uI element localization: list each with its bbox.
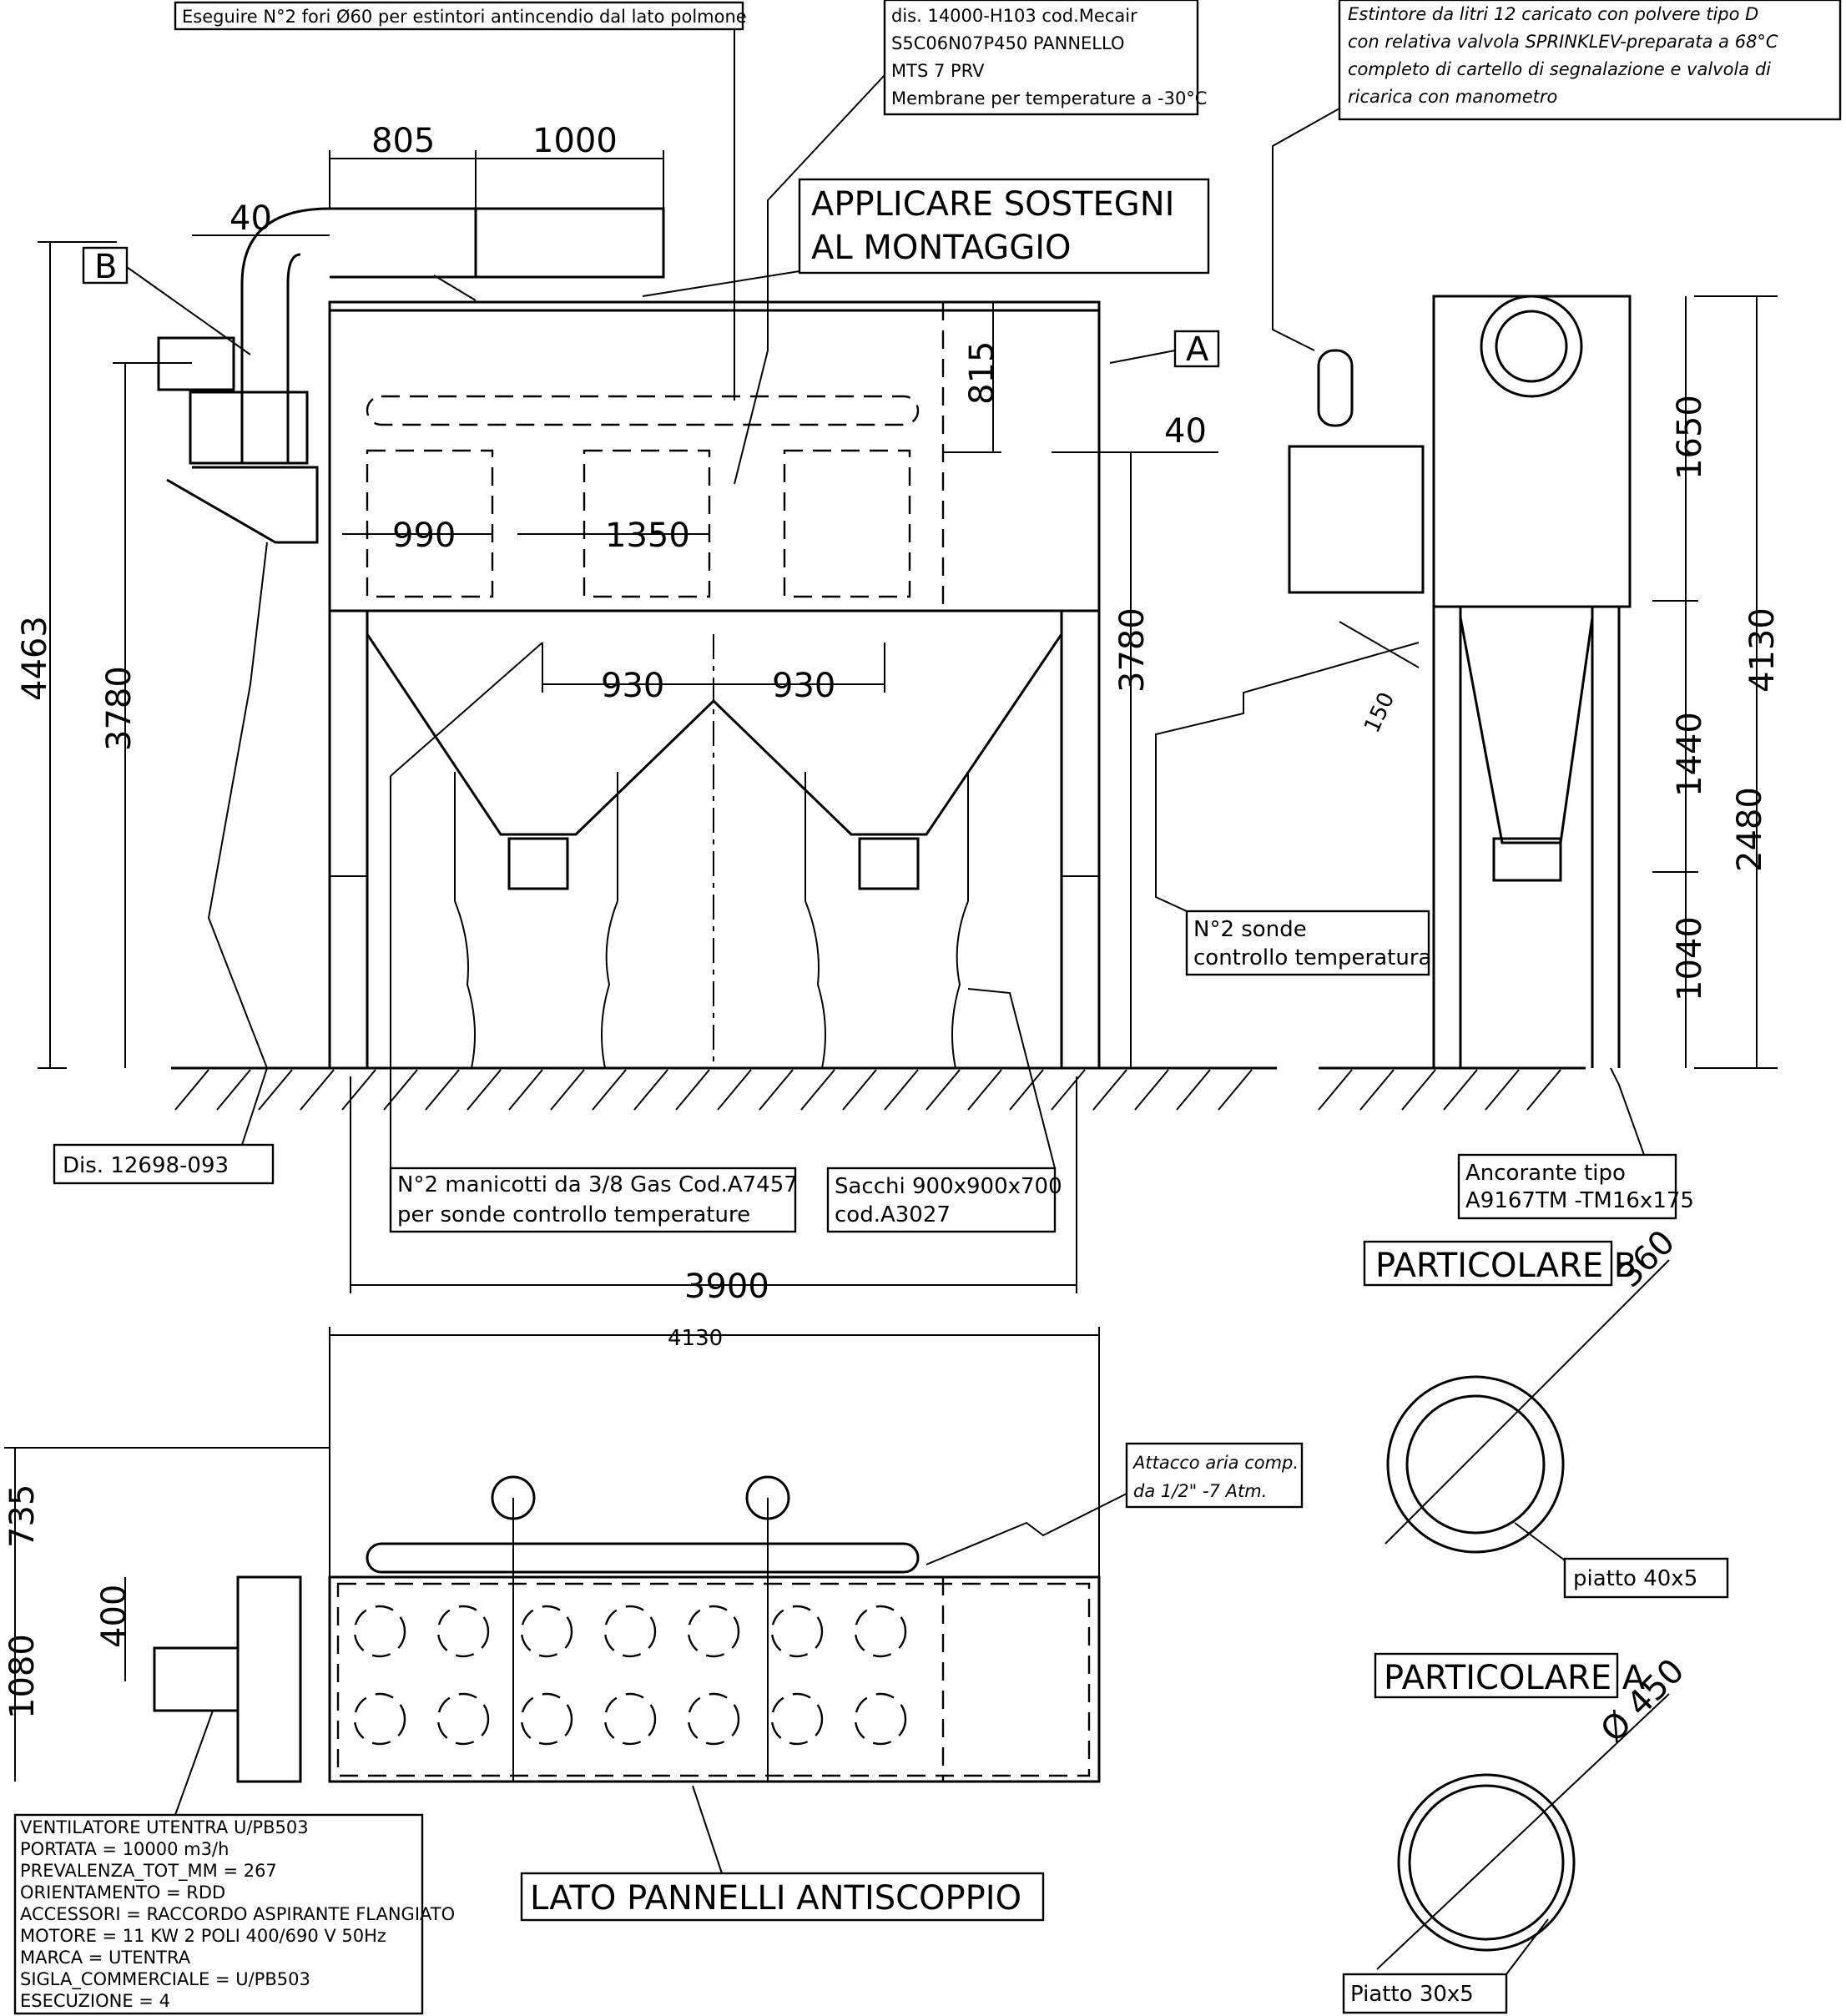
- extinguisher: [1317, 349, 1354, 427]
- fan-inlet-circle: [1480, 295, 1583, 398]
- detail-b-title: PARTICOLARE B: [1375, 1247, 1637, 1285]
- note-membrane-4: Membrane per temperature a -30°C: [891, 88, 1207, 108]
- note-manicotti-2: per sonde controllo temperature: [397, 1202, 750, 1227]
- note-membrane-1: dis. 14000-H103 cod.Mecair: [891, 6, 1137, 26]
- note-sacchi-1: Sacchi 900x900x700: [835, 1174, 1062, 1199]
- note-manicotti: N°2 manicotti da 3/8 Gas Cod.A7457 per s…: [389, 642, 798, 1233]
- dim-3900: 3900: [684, 1268, 769, 1306]
- fan-bracket: [166, 466, 319, 544]
- side-motor: [1288, 445, 1425, 594]
- vent-line-8: SIGLA_COMMERCIALE = U/PB503: [20, 1969, 310, 1990]
- note-lato-text: LATO PANNELLI ANTISCOPPIO: [530, 1879, 1021, 1918]
- marker-a: [1173, 330, 1220, 368]
- dim-4463: 4463: [16, 616, 54, 701]
- sack-left-side: [454, 900, 476, 1069]
- note-sonde-2: controllo temperatura: [1193, 945, 1431, 970]
- note-lato: LATO PANNELLI ANTISCOPPIO: [520, 1785, 1045, 1922]
- note-estintore-3: completo di cartello di segnalazione e v…: [1348, 59, 1771, 79]
- dim-40-left: 40: [229, 199, 272, 238]
- side-housing: [1432, 295, 1632, 608]
- outlet-left: [507, 837, 569, 890]
- side-view: 4130 1650 1440 1040 2480 150: [1288, 295, 1782, 1111]
- vent-line-4: ORIENTAMENTO = RDD: [20, 1882, 225, 1903]
- cartridge-grid: [353, 1605, 907, 1746]
- detail-a-label: Piatto 30x5: [1350, 1982, 1474, 2007]
- plan-header-pipe: [366, 1542, 920, 1574]
- note-manicotti-1: N°2 manicotti da 3/8 Gas Cod.A7457: [397, 1172, 798, 1197]
- detail-b-label: piatto 40x5: [1573, 1566, 1697, 1591]
- dim-400: 400: [95, 1585, 134, 1648]
- note-estintore-4: ricarica con manometro: [1348, 87, 1557, 107]
- note-fori-text: Eseguire N°2 fori Ø60 per estintori anti…: [182, 7, 747, 27]
- note-dis: Dis. 12698-093: [53, 542, 275, 1185]
- note-attacco-1: Attacco aria comp.: [1132, 1453, 1299, 1473]
- inlet-elbow: [240, 207, 330, 463]
- note-estintore-1: Estintore da litri 12 caricato con polve…: [1348, 4, 1758, 24]
- vent-line-2: PORTATA = 10000 m3/h: [20, 1839, 229, 1859]
- marker-a-label: A: [1186, 330, 1209, 369]
- note-ancorante-1: Ancorante tipo: [1465, 1161, 1626, 1186]
- dim-1440: 1440: [1671, 712, 1709, 797]
- note-sostegni-1: APPLICARE SOSTEGNI: [811, 185, 1174, 224]
- note-membrane-3: MTS 7 PRV: [891, 61, 985, 81]
- detail-a: PARTICOLARE A Ø 450 Piatto 30x5: [1342, 1651, 1692, 2014]
- dim-2480: 2480: [1731, 787, 1769, 872]
- dim-1650: 1650: [1671, 395, 1709, 480]
- vent-line-3: PREVALENZA_TOT_MM = 267: [20, 1861, 277, 1882]
- note-sacchi-2: cod.A3027: [835, 1202, 951, 1227]
- note-sonde: N°2 sonde controllo temperatura: [1155, 642, 1431, 976]
- dim-3780-right: 3780: [1113, 607, 1152, 693]
- dim-930-left: 930: [601, 667, 664, 705]
- vent-line-7: MARCA = UTENTRA: [20, 1948, 191, 1968]
- outlet-right: [858, 837, 920, 890]
- note-sostegni-2: AL MONTAGGIO: [811, 229, 1072, 267]
- dim-1080: 1080: [3, 1634, 42, 1719]
- filter-housing: [328, 300, 1101, 612]
- note-ancorante-2: A9167TM -TM16x175: [1465, 1188, 1694, 1213]
- note-attacco: Attacco aria comp. da 1/2" -7 Atm.: [926, 1442, 1304, 1565]
- dim-735: 735: [3, 1484, 42, 1548]
- plan-housing: [328, 1575, 1101, 1783]
- dim-1000: 1000: [532, 122, 618, 160]
- note-dis-text: Dis. 12698-093: [63, 1153, 229, 1178]
- detail-b: PARTICOLARE B 360 piatto 40x5: [1363, 1223, 1729, 1599]
- dim-1350: 1350: [605, 517, 690, 555]
- note-estintore-2: con relativa valvola SPRINKLEV-preparata…: [1348, 32, 1778, 52]
- dim-4130-horiz: 4130: [668, 1326, 723, 1351]
- note-sonde-1: N°2 sonde: [1193, 917, 1307, 942]
- dim-40-right: 40: [1164, 412, 1207, 451]
- note-fori: Eseguire N°2 fori Ø60 per estintori anti…: [174, 1, 747, 401]
- marker-b-label: B: [94, 248, 117, 286]
- vent-line-9: ESECUZIONE = 4: [20, 1991, 170, 2011]
- note-ancorante: Ancorante tipo A9167TM -TM16x175: [1457, 1067, 1694, 1220]
- note-sostegni: APPLICARE SOSTEGNI AL MONTAGGIO: [433, 178, 1210, 301]
- marker-b: [82, 246, 129, 285]
- detail-a-title: PARTICOLARE A: [1384, 1659, 1646, 1697]
- note-sacchi: Sacchi 900x900x700 cod.A3027: [826, 988, 1062, 1233]
- front-dimensions: 805 1000 40 4463 3780 815 40 990 1350 93…: [16, 122, 1218, 1306]
- note-estintore: Estintore da litri 12 caricato con polve…: [1272, 0, 1842, 351]
- note-membrane: dis. 14000-H103 cod.Mecair S5C06N07P450 …: [734, 0, 1207, 485]
- dim-805: 805: [371, 122, 435, 160]
- plan-fan: [236, 1575, 302, 1783]
- note-ventilatore: VENTILATORE UTENTRA U/PB503 PORTATA = 10…: [13, 1710, 455, 2015]
- note-attacco-2: da 1/2" -7 Atm.: [1133, 1481, 1267, 1501]
- dim-990: 990: [392, 517, 456, 555]
- dim-1040: 1040: [1671, 916, 1709, 1001]
- front-view: B A: [82, 207, 1277, 1111]
- plan-view: 4130 735 1080 400: [3, 1326, 1101, 1783]
- vent-line-5: ACCESSORI = RACCORDO ASPIRANTE FLANGIATO: [20, 1904, 455, 1924]
- dim-930-right: 930: [772, 667, 835, 705]
- vent-line-1: VENTILATORE UTENTRA U/PB503: [20, 1817, 309, 1837]
- inlet-duct: [474, 207, 665, 279]
- fan-housing: [189, 391, 309, 465]
- ground-hatch: [174, 1069, 1253, 1111]
- dim-150: 150: [1359, 688, 1400, 737]
- dim-815: 815: [963, 341, 1001, 405]
- note-membrane-2: S5C06N07P450 PANNELLO: [891, 33, 1124, 53]
- vent-line-6: MOTORE = 11 KW 2 POLI 400/690 V 50Hz: [20, 1926, 386, 1946]
- dim-4130-vert: 4130: [1743, 607, 1782, 693]
- dim-3780-left: 3780: [100, 666, 139, 751]
